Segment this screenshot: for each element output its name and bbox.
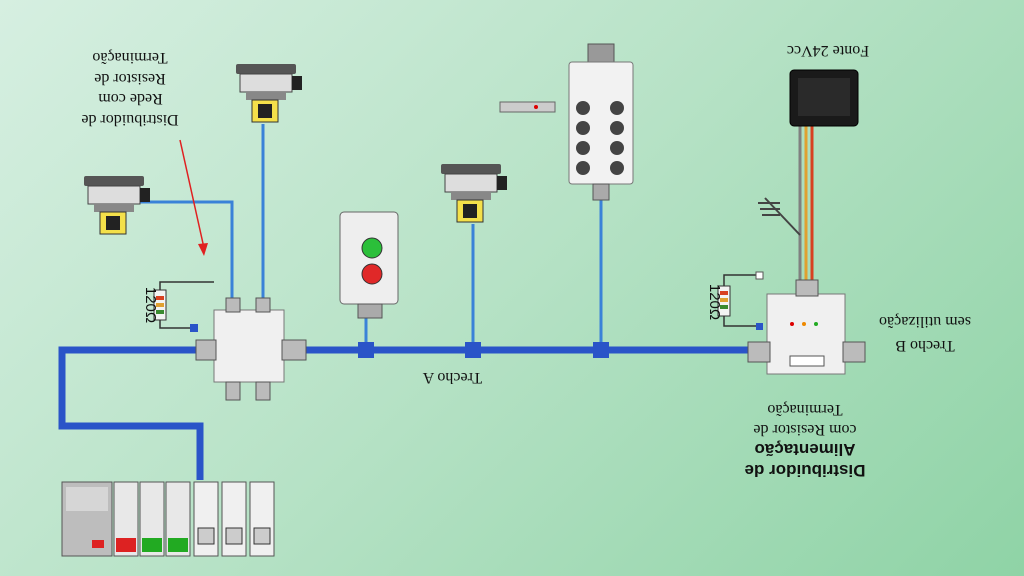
power-distributor-right — [747, 279, 866, 375]
label-resistor-right: 120Ω — [706, 284, 723, 320]
label-power-supply: Fonte 24Vcc — [787, 42, 869, 59]
power-wires — [758, 124, 814, 290]
tee-connector — [358, 342, 374, 358]
label-segment-b-1: Trecho B — [895, 337, 954, 354]
label-net-distributor-2: Rede com — [98, 90, 163, 107]
tee-connector — [593, 342, 609, 358]
terminating-resistor-right — [717, 271, 764, 330]
plc-rack — [61, 481, 275, 557]
solenoid-valve-middle — [440, 163, 508, 223]
solenoid-valve-left — [83, 175, 151, 235]
io-module — [499, 43, 634, 201]
pushbutton-station — [339, 211, 399, 319]
label-net-distributor-4: Terminação — [92, 49, 167, 66]
power-supply-unit — [789, 69, 859, 127]
tee-connectors — [358, 342, 609, 358]
label-resistor-left: 120Ω — [142, 287, 159, 323]
label-segment-a: Trecho A — [422, 369, 482, 386]
label-net-distributor-3: Resistor de — [94, 70, 166, 87]
label-net-distributor-1: Distribuidor de — [81, 111, 178, 128]
network-distributor-left — [195, 297, 307, 401]
pointer-arrow — [179, 139, 208, 256]
label-segment-b-2: sem utilização — [879, 313, 971, 330]
solenoid-valve-top — [235, 63, 303, 123]
tee-connector — [465, 342, 481, 358]
label-power-distributor-1: Distribuidor de — [745, 461, 866, 480]
label-power-distributor-2: Alimentação — [754, 440, 855, 459]
label-power-distributor-4: Terminação — [767, 401, 842, 418]
main-bus — [58, 346, 760, 480]
label-power-distributor-3: com Resistor de — [753, 421, 856, 438]
terminating-resistor-left — [153, 281, 214, 332]
